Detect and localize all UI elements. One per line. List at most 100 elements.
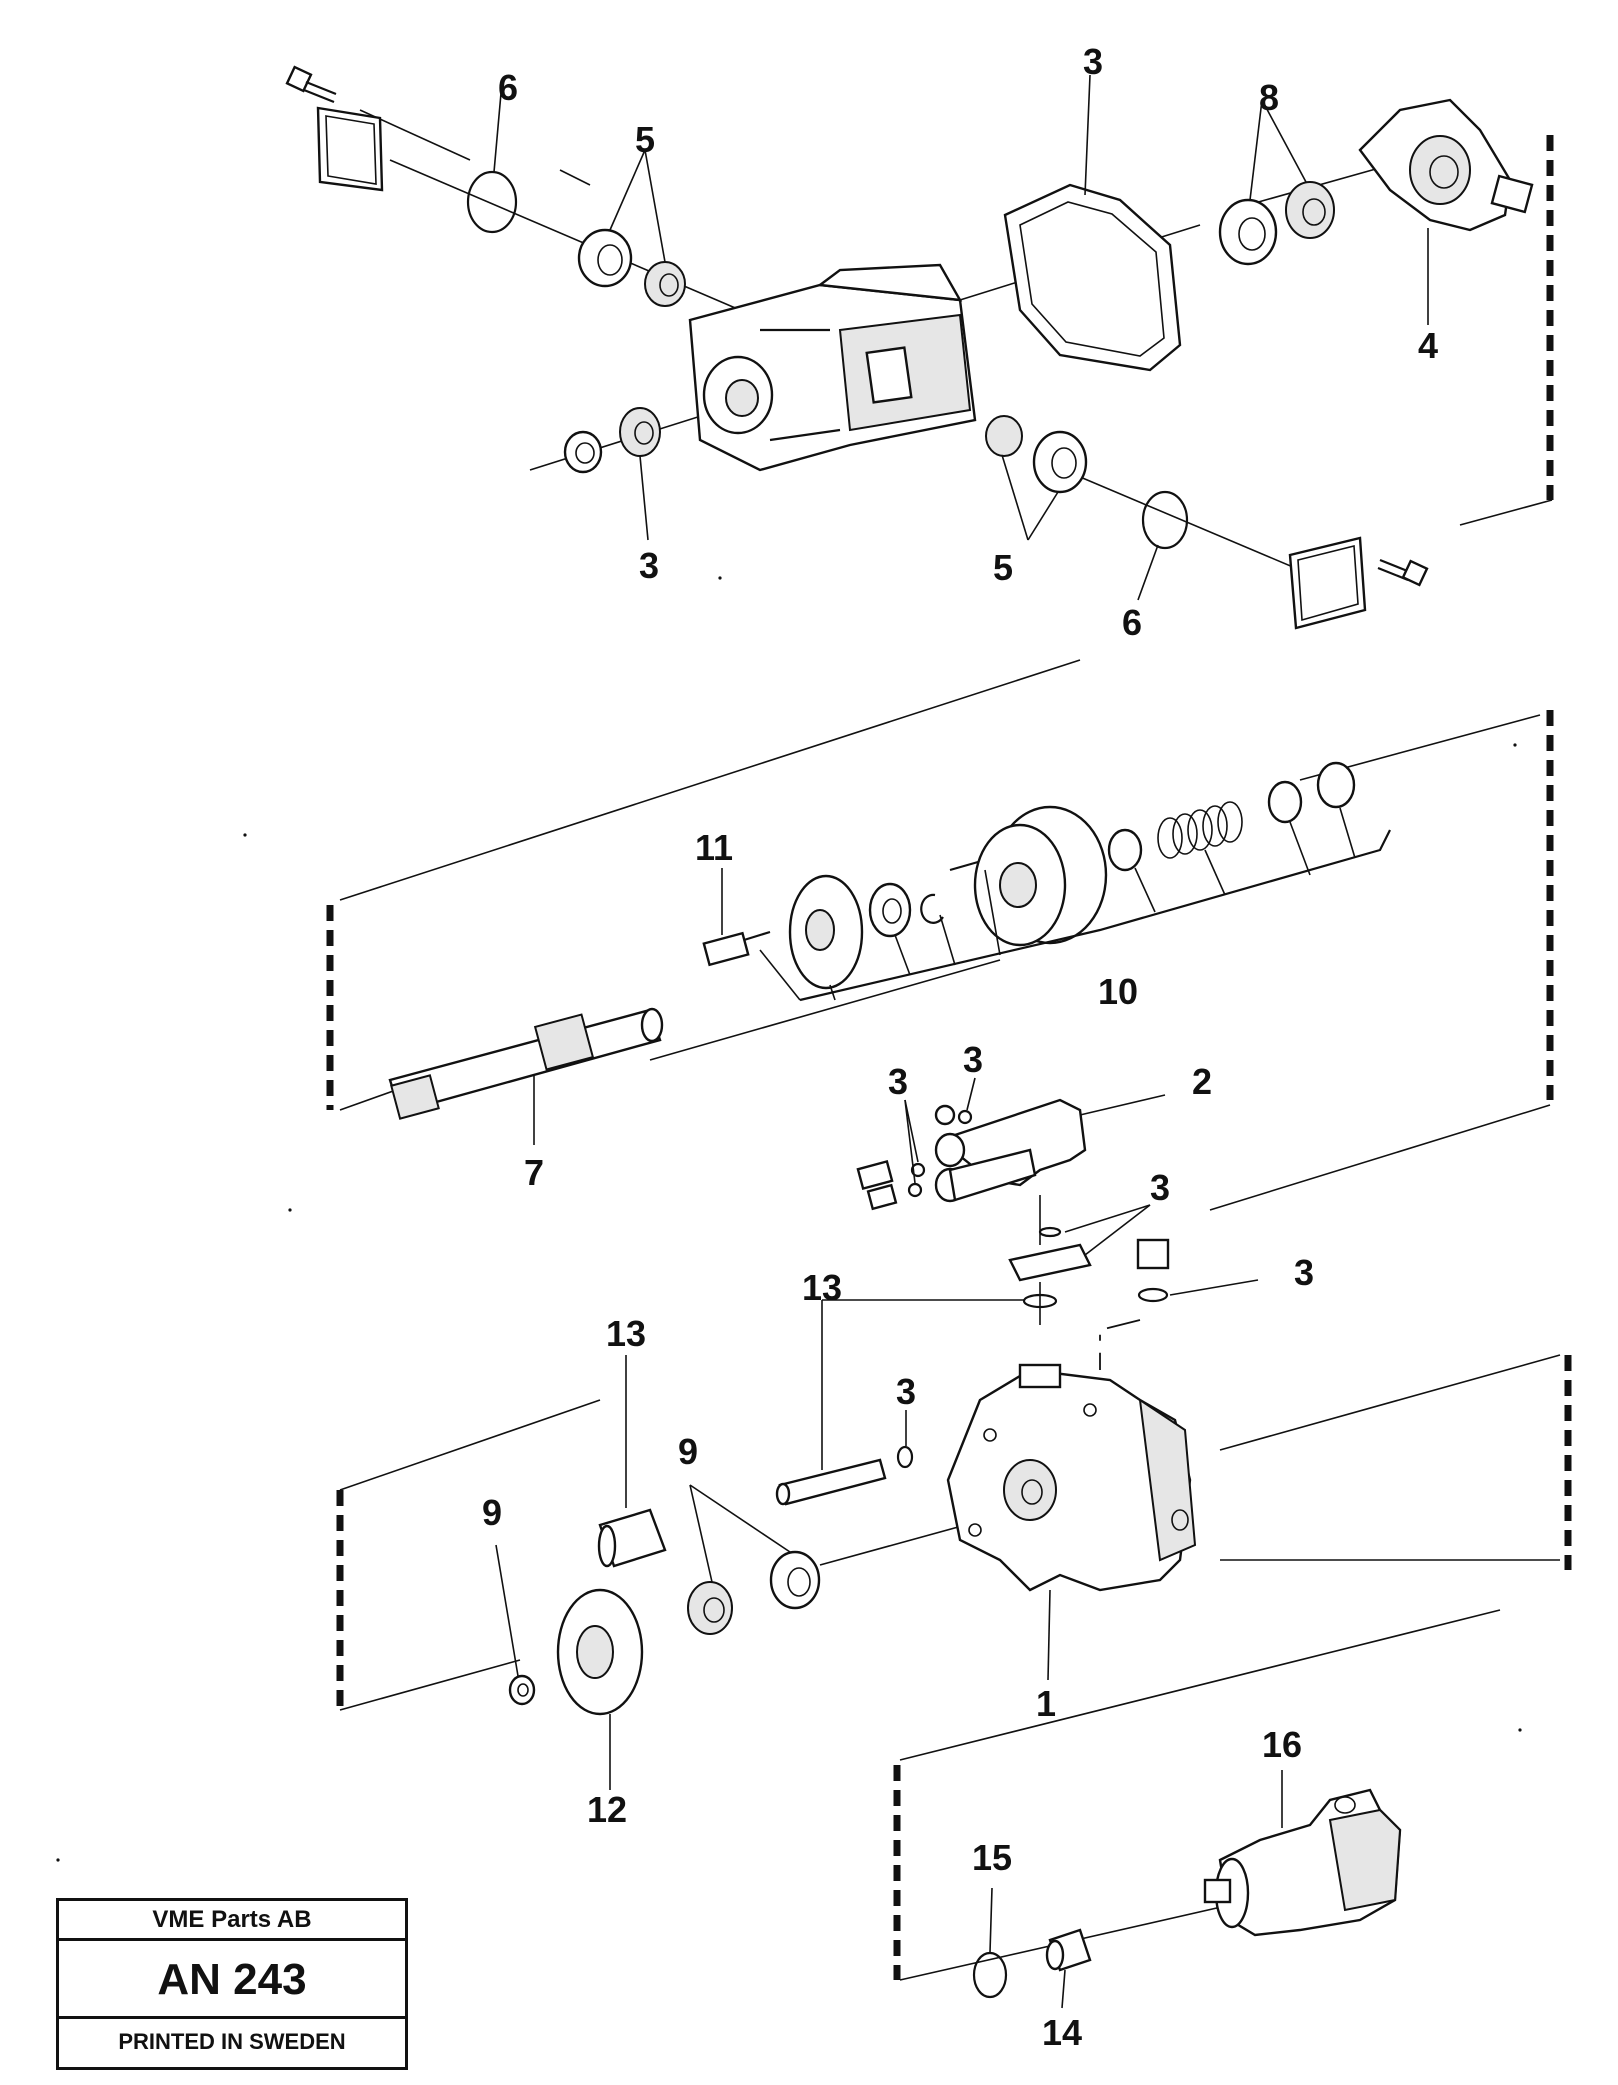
leader-line	[1079, 1094, 1166, 1116]
callout-label: 6	[1122, 602, 1142, 643]
o-ring	[957, 1109, 973, 1125]
valve-body	[934, 1098, 1087, 1203]
middle-assembly	[326, 659, 1554, 1370]
bolt	[702, 930, 771, 967]
axis-line	[1039, 459, 1301, 571]
leader-line	[1027, 491, 1059, 541]
axis-line	[339, 1659, 521, 1711]
callout-label: 11	[695, 827, 733, 868]
callout-label: 16	[1262, 1724, 1302, 1765]
bolt	[285, 65, 337, 104]
leader-line	[904, 1099, 916, 1184]
leader-line	[1084, 74, 1091, 196]
leader-line	[1169, 1279, 1259, 1296]
bearing-cup	[1218, 198, 1278, 266]
sleeve	[597, 1508, 667, 1568]
auxiliary-pump-assembly	[893, 1609, 1501, 2009]
callout-label: 9	[678, 1431, 698, 1472]
screw	[856, 1159, 894, 1191]
axis-line	[1219, 1354, 1561, 1451]
bolt	[1377, 558, 1429, 587]
axis-line	[339, 1399, 601, 1491]
callout-label: 10	[1098, 971, 1138, 1012]
callout-labels: 6 5 3 8 4 3 5 6 11 10 7 3 3 2 3 3 13 13 …	[482, 41, 1438, 2053]
pin	[775, 1458, 887, 1506]
leader-line	[759, 949, 801, 1001]
callout-label: 3	[639, 545, 659, 586]
top-assembly	[285, 65, 1554, 630]
retaining-ring	[1316, 761, 1356, 809]
bearing-cup	[577, 228, 633, 288]
plug	[934, 1104, 956, 1126]
screw	[866, 1183, 898, 1211]
washer	[1107, 828, 1143, 872]
callout-label: 12	[587, 1789, 627, 1830]
callout-label: 3	[896, 1371, 916, 1412]
callout-label: 7	[524, 1152, 544, 1193]
o-ring	[1141, 490, 1189, 550]
leader-line	[493, 81, 503, 173]
drive-shaft	[388, 1007, 664, 1120]
seal-ring	[508, 1674, 536, 1706]
axis-line	[559, 169, 591, 186]
callout-label: 9	[482, 1492, 502, 1533]
title-block: VME Parts AB AN 243 PRINTED IN SWEDEN	[56, 1898, 408, 2070]
company-name: VME Parts AB	[59, 1901, 405, 1941]
axis-line	[649, 959, 1001, 1061]
leader-line	[1001, 454, 1029, 541]
leader-line	[904, 1099, 919, 1163]
o-ring	[896, 1445, 914, 1469]
o-ring	[1022, 1293, 1058, 1309]
callout-label: 1	[1036, 1683, 1056, 1724]
leader-line	[689, 1484, 713, 1583]
group-line	[799, 829, 1391, 1002]
o-ring	[907, 1182, 923, 1198]
leader-line	[966, 1077, 976, 1111]
coupling-sleeve	[1045, 1928, 1092, 1972]
callout-label: 5	[635, 119, 655, 160]
o-ring	[972, 1951, 1008, 1999]
o-ring	[910, 1162, 926, 1178]
leader-line	[609, 149, 646, 231]
roller-bearing	[644, 261, 686, 307]
leader-line	[639, 455, 649, 541]
callout-label: 5	[993, 547, 1013, 588]
leader-line	[1137, 544, 1159, 601]
axis-line	[339, 659, 1081, 901]
leader-line	[495, 1544, 519, 1677]
lower-assembly	[336, 1299, 1572, 1790]
adapter-plate	[1008, 1243, 1092, 1282]
gasket	[1003, 183, 1182, 372]
bushing	[868, 882, 912, 938]
auxiliary-pump	[1203, 1788, 1402, 1937]
bearing-cup	[769, 1550, 821, 1610]
drawing-code: AN 243	[59, 1941, 405, 2019]
callout-label: 3	[1083, 41, 1103, 82]
roller-bearing	[619, 407, 661, 457]
seal-ring	[563, 430, 603, 474]
leader-line	[689, 1484, 791, 1553]
callout-label: 3	[1150, 1167, 1170, 1208]
o-ring	[466, 170, 518, 234]
washer	[1267, 780, 1303, 824]
callout-label: 3	[888, 1061, 908, 1102]
callout-label: 15	[972, 1837, 1012, 1878]
callout-label: 8	[1259, 77, 1279, 118]
leader-line	[1084, 1204, 1151, 1256]
leader-line	[1061, 1969, 1066, 2009]
plug	[1136, 1238, 1170, 1270]
leader-line	[1249, 99, 1263, 201]
pump-body	[946, 1363, 1197, 1592]
spring	[1157, 801, 1243, 859]
callout-label: 3	[1294, 1252, 1314, 1293]
printed-note: PRINTED IN SWEDEN	[118, 2029, 346, 2054]
bearing-cup	[1032, 430, 1088, 494]
leader-line	[1064, 1204, 1151, 1233]
callout-label: 4	[1418, 325, 1438, 366]
axis-line	[1209, 1104, 1551, 1211]
callout-label: 14	[1042, 2012, 1082, 2053]
circlip	[920, 893, 944, 924]
leader-line	[989, 1887, 993, 1953]
pump-housing	[688, 263, 977, 472]
